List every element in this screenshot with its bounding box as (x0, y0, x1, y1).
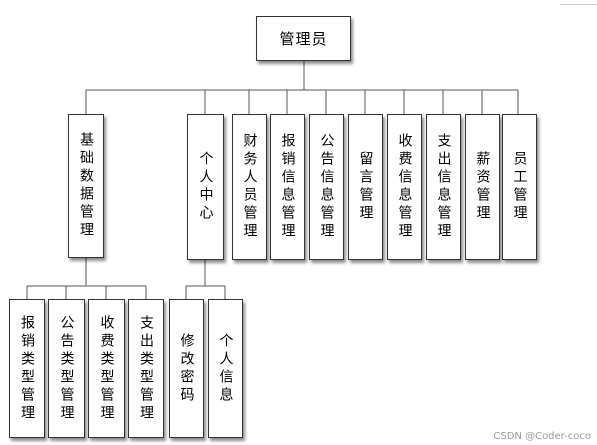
node-charge-type-management: 收费类型管理 (88, 299, 125, 438)
node-expense-info-management: 支出信息管理 (426, 114, 461, 260)
node-basic-data-management: 基础数据管理 (68, 114, 104, 258)
node-finance-staff-management: 财务人员管理 (232, 114, 267, 260)
node-announcement-info-management: 公告信息管理 (309, 114, 344, 260)
node-employee-management: 员工管理 (502, 114, 537, 260)
node-change-password: 修改密码 (169, 299, 204, 438)
node-message-management: 留言管理 (348, 114, 383, 260)
node-salary-management: 薪资管理 (465, 114, 500, 260)
node-charge-info-management: 收费信息管理 (387, 114, 422, 260)
corner-rule (560, 4, 597, 5)
node-personal-center: 个人中心 (187, 114, 224, 260)
watermark-text: CSDN @Coder-coco (493, 431, 591, 442)
node-reimbursement-type-management: 报销类型管理 (9, 299, 45, 438)
node-root: 管理员 (256, 16, 351, 61)
node-announcement-type-management: 公告类型管理 (48, 299, 85, 438)
node-expense-type-management: 支出类型管理 (128, 299, 164, 438)
node-reimbursement-info-management: 报销信息管理 (270, 114, 305, 260)
node-personal-info: 个人信息 (208, 299, 243, 438)
